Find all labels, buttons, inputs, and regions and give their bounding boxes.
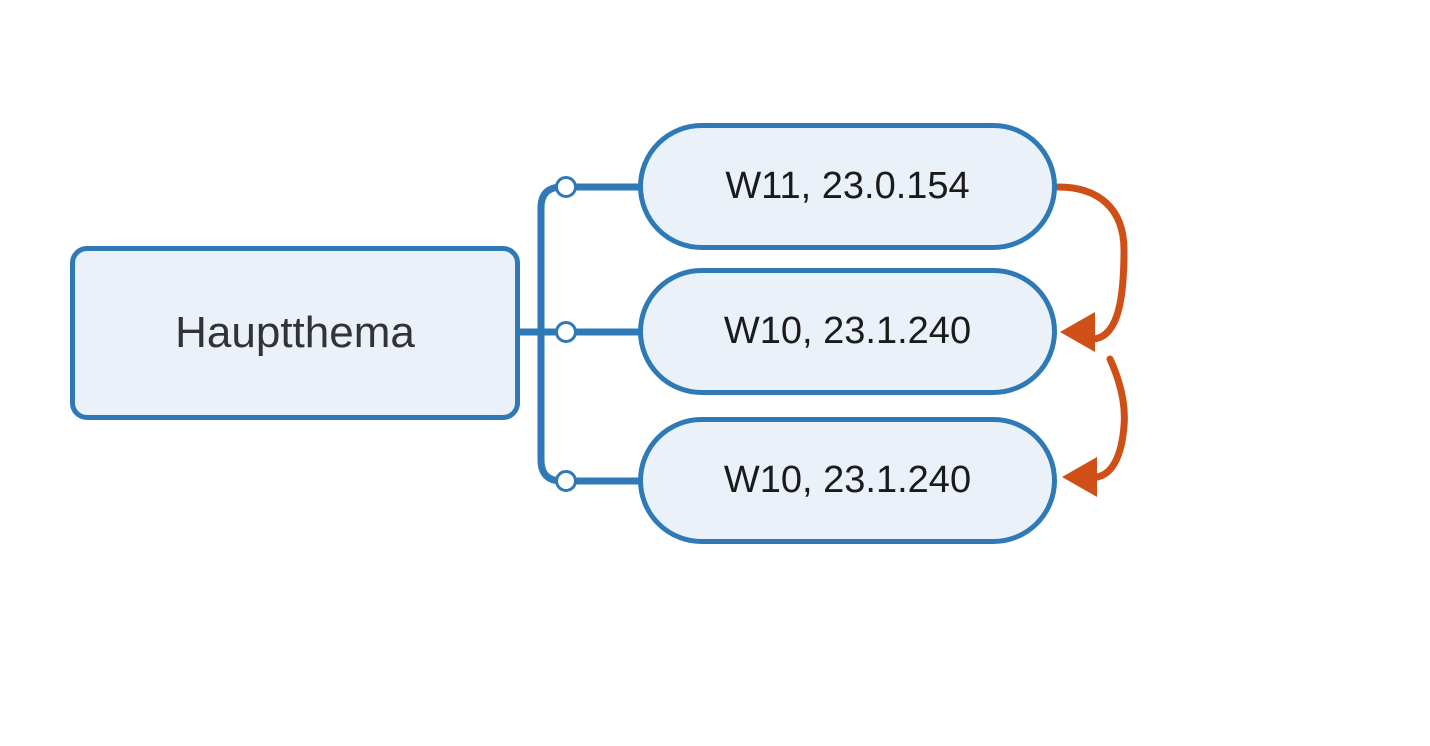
branch-connector-lines <box>515 183 649 485</box>
subtopic-node-1[interactable]: W11, 23.0.154 <box>638 123 1057 250</box>
relationship-arrowhead-1[interactable] <box>1060 312 1095 352</box>
relationship-arrow-1[interactable] <box>1054 183 1128 343</box>
collapse-handle-3[interactable] <box>555 470 577 492</box>
collapse-handle-2[interactable] <box>555 321 577 343</box>
collapse-handle-1[interactable] <box>555 176 577 198</box>
relationship-arrowhead-2[interactable] <box>1062 457 1097 497</box>
subtopic-node-2[interactable]: W10, 23.1.240 <box>638 268 1057 395</box>
relationship-arrow-2[interactable] <box>1093 355 1128 481</box>
subtopic-node-3[interactable]: W10, 23.1.240 <box>638 417 1057 544</box>
root-topic-node[interactable]: Hauptthema <box>70 246 520 420</box>
